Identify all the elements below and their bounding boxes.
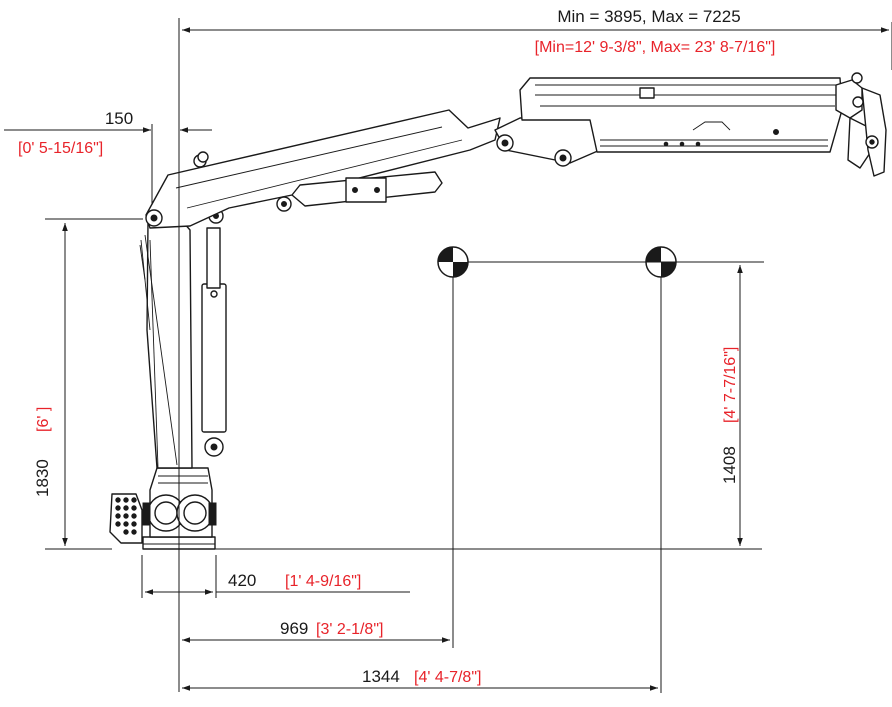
reach-imperial-label: [Min=12' 9-3/8", Max= 23' 8-7/16"] — [535, 39, 776, 56]
outer-boom — [519, 77, 843, 153]
inner-boom — [145, 109, 501, 229]
height-imperial-label: [6' ] — [35, 407, 52, 432]
hook-height-imperial-label: [4' 7-7/16"] — [722, 347, 739, 423]
offset-metric-label: 150 — [105, 109, 133, 128]
base-width-metric-label: 420 — [228, 571, 256, 590]
lift-cylinder — [201, 283, 227, 433]
reach-metric-label: Min = 3895, Max = 7225 — [557, 7, 740, 26]
cog-far-imperial-label: [4' 4-7/8"] — [414, 669, 481, 686]
centre-of-gravity-icon — [437, 246, 469, 278]
dimension-lines — [4, 18, 892, 693]
crane-drawing-icon — [109, 72, 887, 550]
offset-imperial-label: [0' 5-15/16"] — [18, 140, 103, 157]
height-metric-label: 1830 — [33, 459, 52, 497]
hook-height-metric-label: 1408 — [720, 446, 739, 484]
cog-near-imperial-label: [3' 2-1/8"] — [316, 621, 383, 638]
cog-near-metric-label: 969 — [280, 619, 308, 638]
cog-far-metric-label: 1344 — [362, 667, 400, 686]
base-width-imperial-label: [1' 4-9/16"] — [285, 573, 361, 590]
